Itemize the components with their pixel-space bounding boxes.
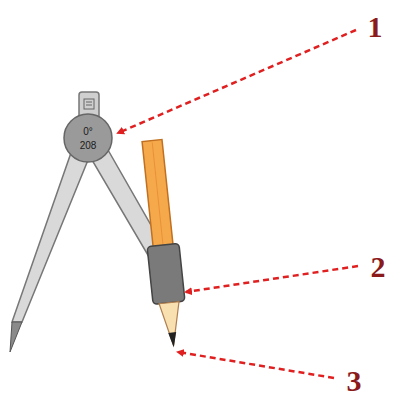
needle-tip [10, 322, 22, 352]
pencil [136, 139, 190, 349]
leader-line [178, 352, 334, 378]
callout-number: 3 [347, 363, 362, 396]
dial-reading: 208 [80, 140, 97, 151]
callout-number: 1 [368, 10, 383, 43]
dial-angle: 0° [83, 126, 93, 137]
leader-line [186, 266, 358, 292]
angle-dial [64, 114, 112, 162]
leader-line [118, 30, 356, 133]
compass-leg [12, 150, 88, 322]
callout-number: 2 [371, 250, 386, 283]
